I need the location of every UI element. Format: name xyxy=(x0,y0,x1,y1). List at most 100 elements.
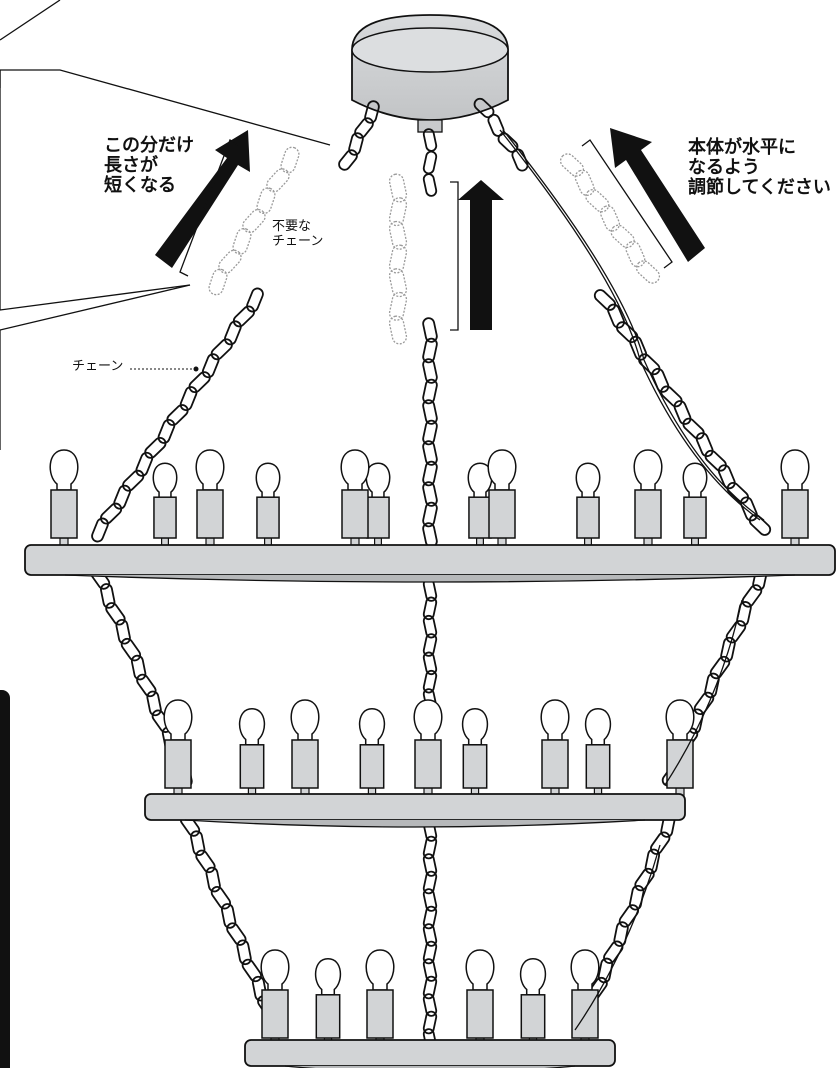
chain-link xyxy=(650,831,671,855)
bulb-top-back xyxy=(682,462,708,548)
chain-link xyxy=(246,287,264,313)
right-diagonal-arrow xyxy=(610,128,705,262)
chain-link xyxy=(388,244,408,274)
bulb-glass xyxy=(238,708,266,746)
chain-link xyxy=(100,583,116,609)
chain-link xyxy=(188,371,211,394)
chain-link xyxy=(610,224,635,249)
ceiling-canopy xyxy=(351,14,509,133)
chain-link xyxy=(422,419,438,446)
chain-link xyxy=(422,150,438,175)
chain-link xyxy=(740,496,758,522)
bulb-glass xyxy=(519,958,547,996)
bulb-glass xyxy=(195,449,225,491)
bulb-mid-front xyxy=(290,699,320,799)
bulb-socket xyxy=(239,744,265,789)
removed-chain-center xyxy=(388,173,408,345)
chain-link xyxy=(629,335,648,361)
chain-link xyxy=(136,673,157,698)
chain-link xyxy=(120,637,142,662)
bulb-glass xyxy=(780,449,810,491)
bulb-top-front xyxy=(780,449,810,549)
chain-link xyxy=(210,886,232,910)
bulb-glass xyxy=(665,699,695,741)
bulb-top-back xyxy=(255,462,281,548)
unneeded-chain-line-1: 不要な xyxy=(272,219,312,234)
chain-link xyxy=(179,386,198,411)
bulb-socket xyxy=(196,489,224,539)
chain-link xyxy=(208,268,228,296)
chain-link xyxy=(266,168,290,193)
chain-link xyxy=(709,655,731,680)
chain-link xyxy=(190,830,206,856)
chain-link xyxy=(422,853,438,877)
cable-mid xyxy=(664,599,743,786)
chain-link xyxy=(704,449,727,472)
bulb-mid-back xyxy=(238,708,266,798)
bulb-socket xyxy=(315,994,341,1039)
bulb-glass xyxy=(584,708,612,746)
bulb-mid-front xyxy=(413,699,443,799)
main-chain-center xyxy=(422,317,438,548)
chain-link xyxy=(354,117,374,139)
chain-link xyxy=(422,1010,438,1035)
middle-tier xyxy=(144,699,695,828)
removed-chain-segments xyxy=(208,146,661,345)
right-caption-line-1: 本体が水平に xyxy=(688,137,796,158)
left-diagonal-arrow xyxy=(155,130,250,268)
chain-link xyxy=(388,197,408,227)
chain-link xyxy=(717,464,736,490)
bulb-socket xyxy=(683,496,707,539)
chain-link xyxy=(218,249,242,274)
chain-link xyxy=(210,338,233,361)
chain-link xyxy=(422,993,438,1017)
chain-link xyxy=(195,849,216,874)
chain-link xyxy=(388,291,408,321)
bulb-socket xyxy=(359,744,385,789)
left-caption-line-3: 短くなる xyxy=(104,175,176,197)
bulb-top-back xyxy=(575,462,601,548)
bulb-glass xyxy=(49,449,79,491)
chain-link xyxy=(422,460,438,487)
bulb-bot-back xyxy=(519,958,547,1048)
bulb-mid-front xyxy=(163,699,193,799)
chain-link xyxy=(695,432,714,458)
cable-upper xyxy=(499,129,761,521)
center-up-arrow xyxy=(458,180,504,330)
chain-link xyxy=(616,321,639,344)
top-tier xyxy=(24,449,836,583)
chain-link xyxy=(704,672,720,699)
bulb-top-front xyxy=(49,449,79,549)
chain-link xyxy=(224,320,242,346)
chain-link xyxy=(682,417,705,440)
bulb-glass xyxy=(152,462,178,498)
chain-link xyxy=(644,848,661,875)
chain-link xyxy=(242,208,266,234)
bulb-socket xyxy=(164,739,192,789)
bulb-top-front xyxy=(487,449,517,549)
chain-link xyxy=(618,904,640,928)
bulb-socket xyxy=(666,739,694,789)
chain-link xyxy=(144,436,167,459)
bulb-socket xyxy=(153,496,177,539)
bulb-socket xyxy=(634,489,662,539)
bulb-mid-front xyxy=(540,699,570,799)
chain-link xyxy=(422,975,438,1000)
bulb-glass xyxy=(290,699,320,741)
chain-link xyxy=(422,481,438,507)
bulb-glass xyxy=(461,708,489,746)
chain-mid-bot-center xyxy=(422,818,438,1052)
chain-link xyxy=(232,305,256,328)
bulb-socket xyxy=(414,739,442,789)
chain-link xyxy=(748,514,772,536)
chain-link xyxy=(651,367,670,393)
chain-link xyxy=(241,958,262,983)
chain-link xyxy=(388,315,408,345)
chain-link xyxy=(422,399,438,425)
bulb-glass xyxy=(314,958,342,996)
chain-link xyxy=(280,146,300,174)
bulb-glass xyxy=(465,949,495,991)
bulb-glass xyxy=(575,462,601,498)
chain-link xyxy=(201,353,220,379)
chain-link xyxy=(422,378,438,405)
